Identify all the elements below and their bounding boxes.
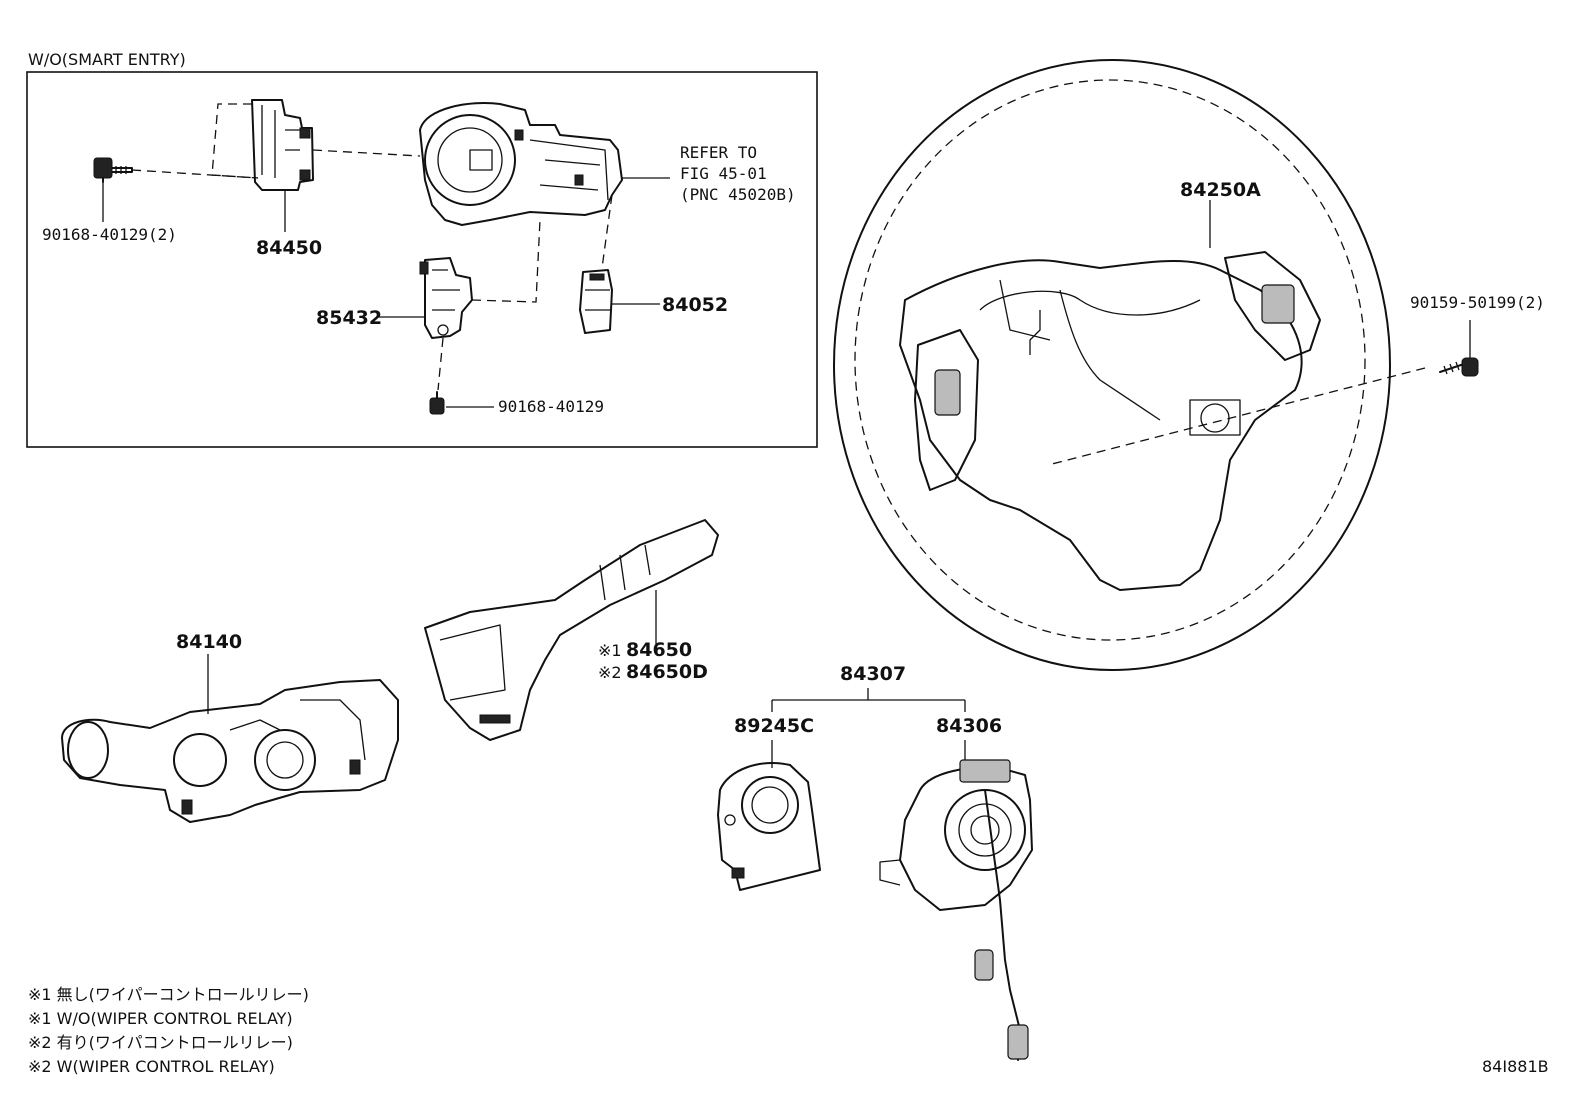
label-90168-40129-2: 90168-40129(2): [42, 225, 177, 244]
bolt-90159-50199-2[interactable]: [1439, 357, 1479, 377]
label-89245C: 89245C: [734, 715, 814, 737]
dash-84450-outline: [211, 103, 259, 179]
dash-84450-to-lock: [312, 149, 421, 157]
note-1-jp: ※1 無し(ワイパーコントロールリレー): [28, 985, 309, 1004]
part-84052[interactable]: [579, 269, 613, 334]
bolt-90168-40129-2[interactable]: [93, 157, 133, 183]
screw-90168-40129[interactable]: [429, 391, 445, 415]
smart-entry-frame: [26, 71, 818, 448]
dash-screw-to-85432: [437, 337, 444, 391]
part-84450[interactable]: [251, 99, 314, 191]
refer-note-line-2: FIG 45-01: [680, 164, 767, 183]
refer-note-line-3: (PNC 45020B): [680, 185, 796, 204]
label-84450: 84450: [256, 237, 322, 259]
part-89245C[interactable]: [717, 761, 821, 891]
label-84650D: 84650D: [626, 661, 708, 683]
dash-bolt-to-84450: [131, 169, 259, 179]
label-90159-50199-2: 90159-50199(2): [1410, 293, 1545, 312]
dash-wheel-bolt: [1047, 367, 1426, 466]
figure-id: 84I881B: [1482, 1057, 1549, 1076]
label-90168-40129: 90168-40129: [498, 397, 604, 416]
note-2-en: ※2 W(WIPER CONTROL RELAY): [28, 1057, 275, 1076]
dash-lock-to-84052: [601, 194, 613, 269]
refer-note-line-1: REFER TO: [680, 143, 757, 162]
box-caption: W/O(SMART ENTRY): [28, 50, 186, 69]
bracket-84307: [771, 688, 966, 712]
part-85432[interactable]: [419, 257, 473, 339]
dash-85432-to-lock: [471, 219, 541, 303]
mark-2-84650D: ※2: [598, 663, 622, 682]
label-84307: 84307: [840, 663, 906, 685]
part-84140[interactable]: [61, 679, 399, 823]
steering-wheel-84250A[interactable]: [833, 59, 1391, 671]
steering-lock-assembly[interactable]: [419, 102, 623, 226]
label-84306: 84306: [936, 715, 1002, 737]
label-84052: 84052: [662, 294, 728, 316]
part-84306[interactable]: [879, 759, 1033, 1061]
part-84650[interactable]: [424, 519, 719, 741]
note-1-en: ※1 W/O(WIPER CONTROL RELAY): [28, 1009, 293, 1028]
label-85432: 85432: [316, 307, 382, 329]
note-2-jp: ※2 有り(ワイパコントロールリレー): [28, 1033, 293, 1052]
mark-1-84650: ※1: [598, 641, 622, 660]
label-84250A: 84250A: [1180, 179, 1261, 201]
label-84650: 84650: [626, 639, 692, 661]
label-84140: 84140: [176, 631, 242, 653]
